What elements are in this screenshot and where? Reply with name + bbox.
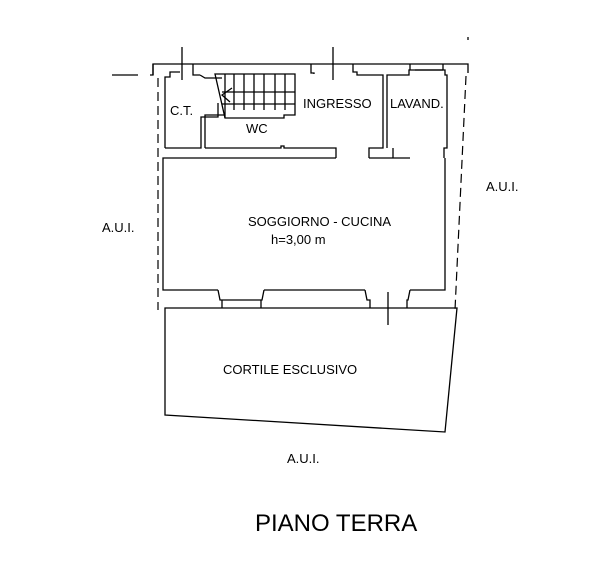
- plan-title: PIANO TERRA: [255, 510, 417, 537]
- room-label-wc: WC: [246, 121, 268, 136]
- neighbor-label-left: A.U.I.: [102, 220, 135, 235]
- room-label-ct: C.T.: [170, 103, 193, 118]
- neighbor-label-right: A.U.I.: [486, 179, 519, 194]
- neighbor-label-bottom: A.U.I.: [287, 451, 320, 466]
- room-label-cortile: CORTILE ESCLUSIVO: [223, 362, 357, 377]
- walls: [112, 37, 469, 433]
- room-height-label: h=3,00 m: [271, 232, 326, 247]
- room-label-lavanderia: LAVAND.: [390, 96, 444, 111]
- room-label-soggiorno: SOGGIORNO - CUCINA: [248, 214, 391, 229]
- room-label-ingresso: INGRESSO: [303, 96, 372, 111]
